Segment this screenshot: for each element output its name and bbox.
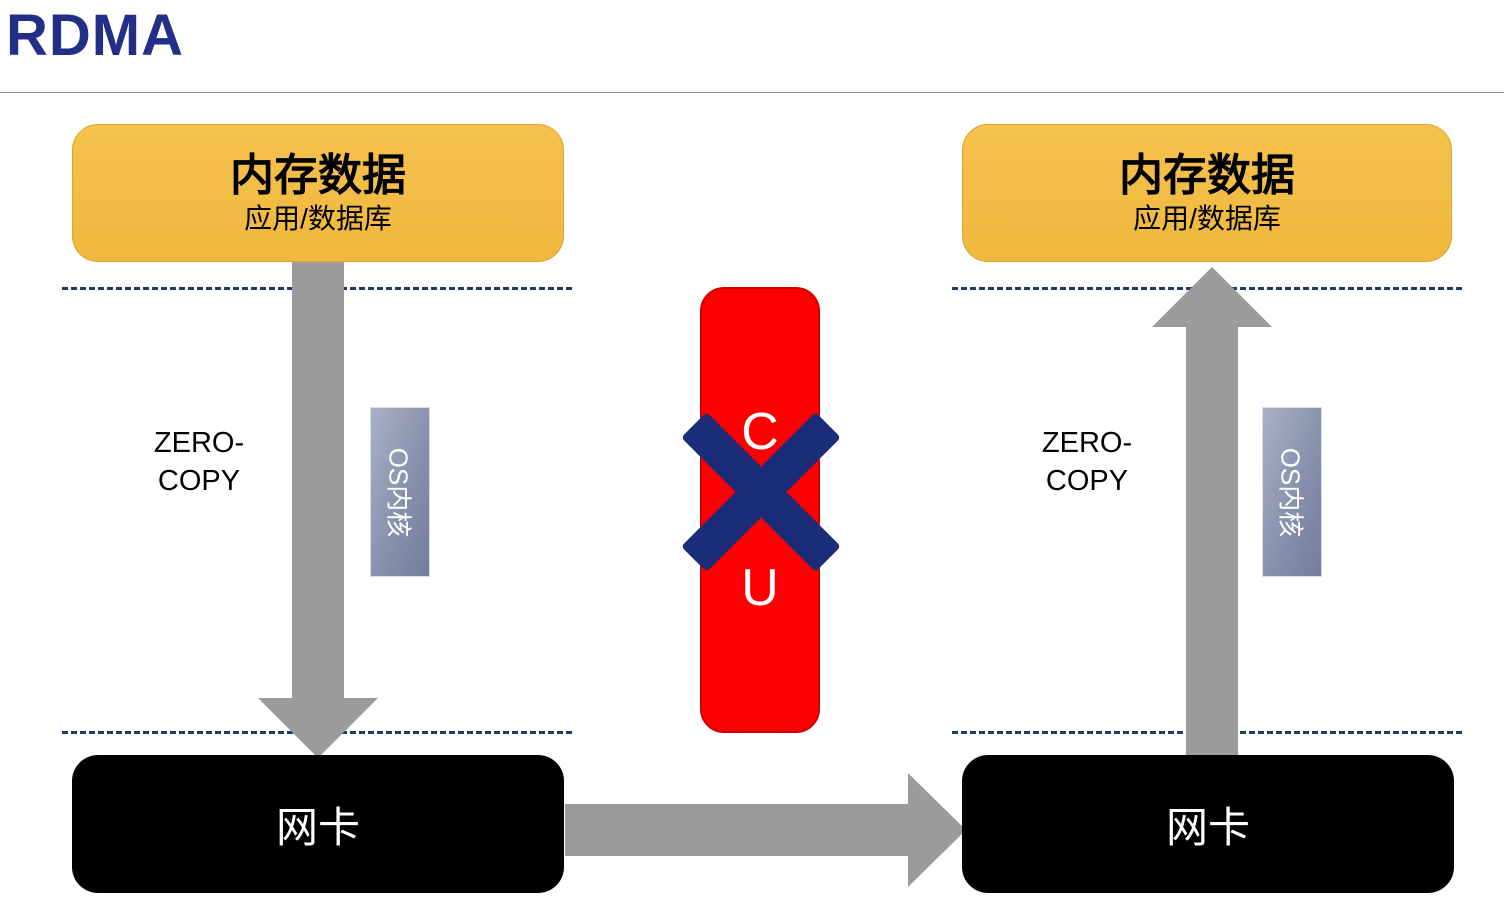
memory-title-left: 内存数据 xyxy=(230,150,406,200)
os-kernel-box-right: OS内核 xyxy=(1262,407,1322,577)
page-title: RDMA xyxy=(6,3,184,68)
memory-box-left: 内存数据 应用/数据库 xyxy=(72,124,564,262)
nic-label-right: 网卡 xyxy=(1165,803,1250,851)
nic-box-right: 网卡 xyxy=(962,755,1454,893)
os-kernel-box-left: OS内核 xyxy=(370,407,430,577)
down-arrow-head-left xyxy=(258,698,378,758)
memory-subtitle-left: 应用/数据库 xyxy=(244,202,392,234)
nic-transfer-arrow-head xyxy=(908,773,966,887)
down-arrow-shaft-left xyxy=(292,262,344,699)
up-arrow-shaft-right xyxy=(1186,325,1238,761)
os-kernel-label-left: OS内核 xyxy=(383,447,414,537)
memory-title-right: 内存数据 xyxy=(1119,150,1295,200)
cpu-letter-u: U xyxy=(741,559,779,617)
title-divider xyxy=(0,92,1504,93)
zero-copy-label-right: ZERO- COPY xyxy=(1041,427,1133,497)
nic-box-left: 网卡 xyxy=(72,755,564,893)
memory-subtitle-right: 应用/数据库 xyxy=(1133,202,1281,234)
cpu-cross-icon xyxy=(666,412,856,572)
nic-transfer-arrow-shaft xyxy=(565,804,910,856)
nic-label-left: 网卡 xyxy=(275,803,360,851)
cpu-letter-c: C xyxy=(741,403,779,461)
up-arrow-head-right xyxy=(1152,267,1272,327)
zero-copy-label-left: ZERO- COPY xyxy=(153,427,245,497)
memory-box-right: 内存数据 应用/数据库 xyxy=(962,124,1452,262)
os-kernel-label-right: OS内核 xyxy=(1275,447,1306,537)
